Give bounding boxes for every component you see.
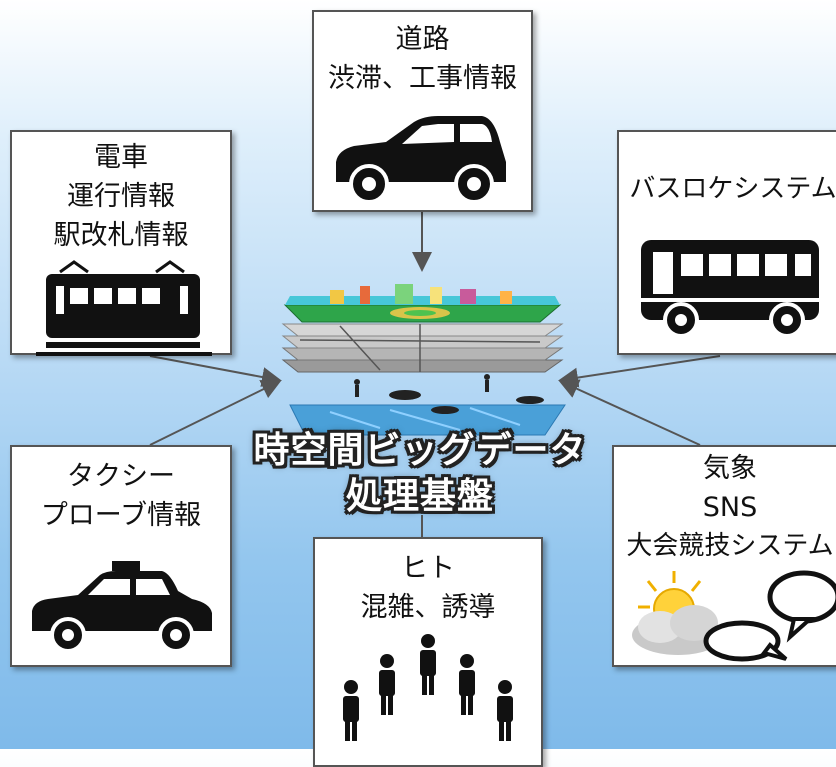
people-subtitle: 混雑、誘導 xyxy=(360,592,496,623)
weather-icon xyxy=(632,571,724,655)
platform-title-line1: 時空間ビッグデータ xyxy=(253,430,587,471)
weather-sns-box: 気象 SNS 大会競技システム xyxy=(612,445,836,667)
connector-arrows xyxy=(149,212,721,537)
people-title: ヒト xyxy=(401,553,455,584)
platform-title: 時空間ビッグデータ 処理基盤 xyxy=(190,428,650,520)
bus-info-box: バスロケシステム xyxy=(617,130,836,355)
road-subtitle: 渋滞、工事情報 xyxy=(328,63,517,94)
people-info-box: ヒト 混雑、誘導 xyxy=(313,537,543,767)
taxi-icon xyxy=(32,561,212,653)
bus-title: バスロケシステム xyxy=(629,174,836,204)
road-title: 道路 xyxy=(395,24,450,55)
train-subtitle-1: 運行情報 xyxy=(67,181,175,212)
road-info-box: 道路 渋滞、工事情報 xyxy=(312,10,533,212)
people-icon xyxy=(343,634,513,741)
arrow-bus xyxy=(558,355,721,388)
platform-title-line2: 処理基盤 xyxy=(345,476,494,517)
train-info-box: 電車 運行情報 駅改札情報 xyxy=(10,130,232,356)
speech-bubble-icon xyxy=(703,570,836,662)
arrow-taxi xyxy=(149,380,282,446)
car-icon xyxy=(336,116,506,204)
train-subtitle-2: 駅改札情報 xyxy=(53,220,189,251)
sports-system-title: 大会競技システム xyxy=(626,531,834,561)
train-title: 電車 xyxy=(94,142,148,173)
map-layers-icon xyxy=(281,284,566,436)
arrow-weather xyxy=(558,379,701,446)
train-icon xyxy=(36,260,212,356)
arrow-train xyxy=(149,355,282,387)
bus-icon xyxy=(641,240,819,338)
taxi-info-box: タクシー プローブ情報 xyxy=(10,445,232,667)
sns-title: SNS xyxy=(702,492,758,523)
taxi-title: タクシー xyxy=(67,461,175,492)
taxi-subtitle: プローブ情報 xyxy=(40,500,202,531)
weather-title: 気象 xyxy=(703,453,757,484)
